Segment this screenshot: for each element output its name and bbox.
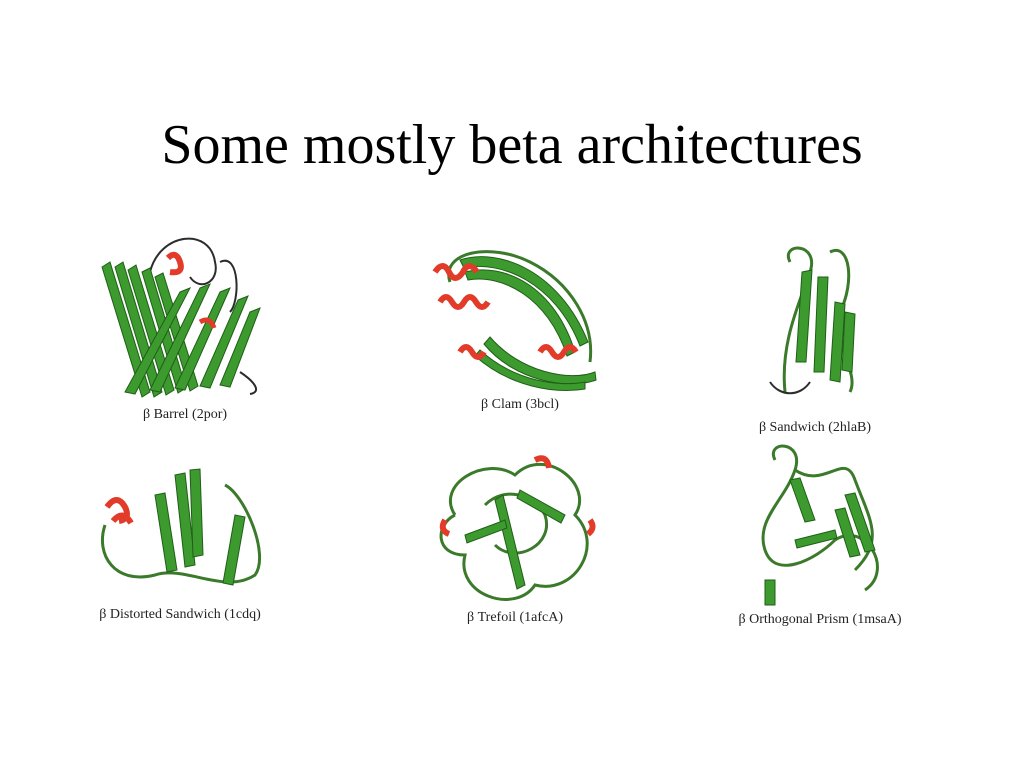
panel-beta-distorted-sandwich: β Distorted Sandwich (1cdq) [85, 455, 275, 630]
beta-orthogonal-prism-structure-image [761, 444, 879, 606]
panel-beta-trefoil: β Trefoil (1afcA) [425, 445, 605, 630]
beta-clam-structure-image [432, 250, 597, 391]
caption-beta-trefoil: β Trefoil (1afcA) [466, 610, 564, 625]
panel-beta-orthogonal-prism: β Orthogonal Prism (1msaA) [735, 440, 905, 635]
panel-beta-sandwich: β Sandwich (2hlaB) [740, 222, 890, 442]
beta-trefoil-structure-image [439, 455, 596, 601]
caption-beta-sandwich: β Sandwich (2hlaB) [758, 420, 872, 435]
caption-beta-orthogonal-prism: β Orthogonal Prism (1msaA) [738, 612, 902, 627]
caption-beta-distorted-sandwich: β Distorted Sandwich (1cdq) [99, 607, 261, 622]
beta-sandwich-structure-image [769, 246, 856, 395]
panel-beta-barrel: β Barrel (2por) [90, 222, 280, 432]
caption-beta-clam: β Clam (3bcl) [481, 397, 559, 412]
panel-beta-clam: β Clam (3bcl) [420, 222, 620, 422]
beta-barrel-structure-image [101, 237, 261, 398]
slide-title: Some mostly beta architectures [161, 114, 863, 176]
caption-beta-barrel: β Barrel (2por) [142, 407, 228, 422]
beta-distorted-sandwich-structure-image [100, 468, 261, 586]
